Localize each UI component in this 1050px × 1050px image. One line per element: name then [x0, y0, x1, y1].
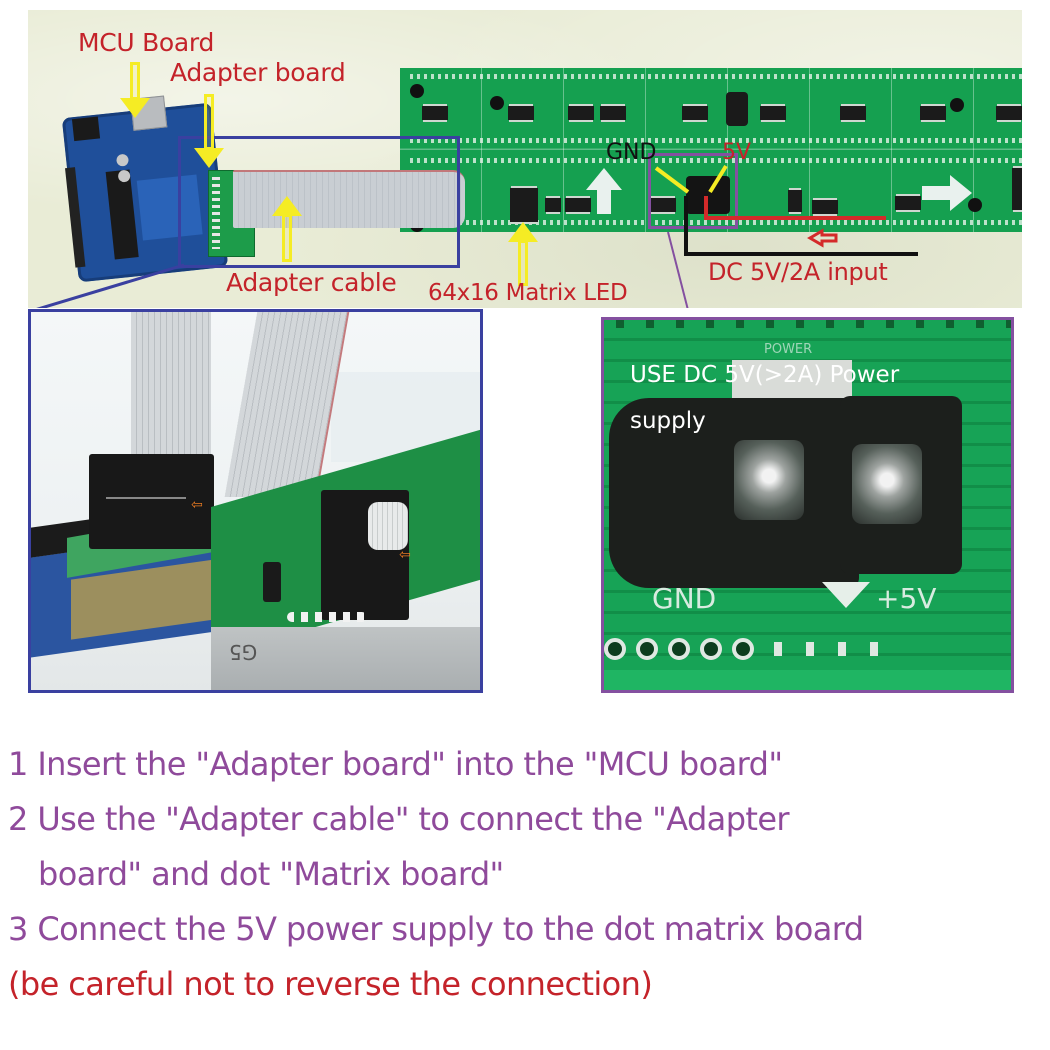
- cable-connection-closeup: ⇦ G5 ⇦: [28, 309, 483, 693]
- through-hole: [604, 638, 626, 660]
- ribbon-cable-left: [131, 312, 211, 472]
- orange-arrow-left-icon: ⇦: [191, 497, 203, 513]
- tactile-button: [263, 562, 281, 602]
- label-adapter-cable: Adapter cable: [226, 268, 397, 297]
- standoff: [950, 98, 964, 112]
- pad-row: [287, 612, 367, 622]
- label-5v: 5V: [722, 140, 752, 165]
- matrix-metal-frame: [211, 627, 480, 690]
- ic-chip: [788, 190, 802, 212]
- ic-chip: [760, 106, 786, 120]
- pad-row: [410, 220, 1022, 225]
- ic-chip: [840, 106, 866, 120]
- label-gnd: GND: [606, 140, 657, 165]
- electrolytic-capacitor: [726, 92, 748, 126]
- ic-chip: [600, 106, 626, 120]
- direction-arrow-right-icon: [950, 175, 972, 211]
- ic-chip: [422, 106, 448, 120]
- through-hole: [732, 638, 754, 660]
- through-hole: [636, 638, 658, 660]
- arrow-to-mcu-icon: [120, 62, 150, 120]
- orange-arrow-left-icon: ⇦: [399, 547, 411, 563]
- label-adapter-board: Adapter board: [170, 58, 346, 87]
- ic-chip: [565, 198, 591, 212]
- standoff: [490, 96, 504, 110]
- silk-gnd: GND: [652, 582, 717, 615]
- silk-plus5v: +5V: [876, 582, 937, 615]
- ic-chip: [650, 198, 676, 212]
- screw-gnd: [734, 440, 804, 520]
- screw-5v: [852, 444, 922, 524]
- through-hole: [668, 638, 690, 660]
- power-highlight-box: [648, 153, 738, 229]
- gnd-wire: [684, 196, 918, 256]
- instruction-warning: (be careful not to reverse the connectio…: [8, 965, 653, 1003]
- ic-chip: [510, 188, 538, 222]
- ic-chip: [920, 106, 946, 120]
- ribbon-cable-right: [224, 312, 350, 497]
- ic-chip: [1012, 168, 1022, 210]
- ic-chip: [895, 196, 921, 210]
- zoom-pointer-purple: [667, 231, 689, 308]
- direction-triangle-icon: [822, 582, 870, 608]
- ic-chip: [812, 200, 838, 214]
- overview-photo: [28, 10, 1022, 308]
- direction-arrow-up-stem: [597, 190, 611, 214]
- connector-seam: [106, 497, 186, 499]
- via-row: [616, 320, 1011, 328]
- ic-chip: [508, 106, 534, 120]
- instruction-step-2-line-1: 2 Use the "Adapter cable" to connect the…: [8, 800, 790, 838]
- arrow-to-adapter-icon: [194, 94, 224, 170]
- silk-power: POWER: [764, 342, 813, 357]
- overlay-text-line2: supply: [630, 408, 706, 434]
- ribbon-fold: [368, 502, 408, 550]
- direction-arrow-right-stem: [922, 186, 950, 200]
- label-dc-input: DC 5V/2A input: [708, 258, 888, 286]
- idc-connector-left: [89, 454, 214, 549]
- overlay-text-line1: USE DC 5V(>2A) Power: [630, 362, 900, 388]
- ic-chip: [996, 106, 1022, 120]
- standoff: [410, 84, 424, 98]
- smd-pads: [774, 642, 894, 656]
- ic-chip: [568, 106, 594, 120]
- adapter-ribbon-cable: [233, 170, 465, 228]
- instruction-step-1: 1 Insert the "Adapter board" into the "M…: [8, 745, 783, 783]
- power-terminal-closeup: POWER GND +5V USE DC 5V(>2A) Power suppl…: [601, 317, 1014, 693]
- label-mcu-board: MCU Board: [78, 28, 215, 57]
- pad-row: [410, 74, 1022, 79]
- instruction-step-2-line-2: board" and dot "Matrix board": [38, 855, 504, 893]
- pad-row: [410, 138, 1022, 143]
- gnd-pointer-line: [654, 166, 690, 194]
- zoom-pointer-blue: [36, 263, 185, 308]
- led-matrix-board: [400, 68, 1022, 232]
- arrow-to-cable-icon: [272, 196, 302, 266]
- 5v-pointer-line: [708, 164, 728, 194]
- 5v-wire: [704, 196, 886, 220]
- label-matrix-led: 64x16 Matrix LED: [428, 280, 628, 306]
- arrow-to-matrix-icon: [508, 222, 538, 288]
- silkscreen-g5: G5: [229, 640, 258, 664]
- adapter-highlight-box: [178, 136, 460, 268]
- direction-arrow-up-icon: [586, 168, 622, 190]
- instruction-step-3: 3 Connect the 5V power supply to the dot…: [8, 910, 864, 948]
- ic-chip: [545, 198, 561, 212]
- wiring-overlay: [36, 164, 918, 308]
- through-hole: [700, 638, 722, 660]
- adapter-pins: [212, 177, 220, 249]
- pcb-edge: [604, 670, 1011, 690]
- red-arrow-left-icon: [807, 228, 838, 248]
- pad-row: [410, 158, 1022, 163]
- ic-chip: [682, 106, 708, 120]
